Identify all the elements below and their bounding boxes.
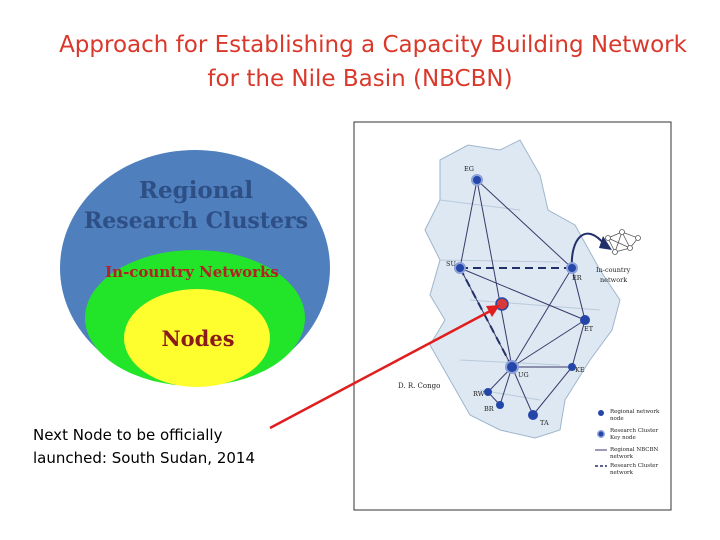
node-eg <box>471 174 483 186</box>
incountry-network-label-2: network <box>600 276 627 284</box>
legend-item4-line2: network <box>610 470 634 476</box>
caption-line-2: launched: South Sudan, 2014 <box>33 449 256 467</box>
label-ug: UG <box>518 371 529 379</box>
label-rw: RW <box>473 390 485 398</box>
node-br <box>496 401 504 409</box>
label-eg: EG <box>464 165 474 173</box>
slide-title: Approach for Establishing a Capacity Bui… <box>0 28 720 96</box>
caption-line-1: Next Node to be officially <box>33 426 223 444</box>
node-south-sudan-new <box>495 297 509 311</box>
node-er <box>566 262 578 274</box>
incountry-network-label-1: In-country <box>596 266 631 274</box>
label-drc: D. R. Congo <box>398 382 440 390</box>
nodes-label: Nodes <box>161 326 234 351</box>
caption: Next Node to be officially launched: Sou… <box>33 424 283 470</box>
legend-item3-line1: Regional NBCBN <box>610 447 659 453</box>
legend-item3-line2: network <box>610 454 634 460</box>
label-er: ER <box>572 274 583 282</box>
legend-key-node-icon <box>597 430 605 438</box>
label-ta: TA <box>540 419 549 427</box>
node-ug <box>505 360 519 374</box>
map-legend: Regional network node Research Cluster K… <box>595 409 660 476</box>
incountry-connector-head <box>599 236 612 250</box>
nodes-ellipse <box>124 289 270 387</box>
country-borders <box>439 199 601 401</box>
legend-item2-line1: Research Cluster <box>610 428 659 434</box>
node-et <box>580 315 590 325</box>
node-ke <box>568 363 576 371</box>
title-line-1: Approach for Establishing a Capacity Bui… <box>59 32 687 58</box>
label-ke: KE <box>575 366 585 374</box>
legend-item1-line1: Regional network <box>610 409 660 415</box>
title-line-2: for the Nile Basin (NBCBN) <box>207 66 513 92</box>
legend-item2-line2: Key node <box>610 435 636 441</box>
legend-regional-node-icon <box>598 410 604 416</box>
incountry-network-nodes <box>605 229 641 255</box>
label-su: SU <box>446 260 456 268</box>
node-rw <box>484 388 492 396</box>
node-ta <box>528 410 538 420</box>
callout-arrow-head <box>486 305 500 317</box>
research-cluster-edges <box>459 267 572 368</box>
incountry-connector <box>570 232 606 269</box>
regional-label-line2: Research Clusters <box>84 208 308 234</box>
label-br: BR <box>484 405 495 413</box>
label-et: ET <box>584 325 594 333</box>
network-nodes <box>454 174 590 420</box>
legend-item1-line2: node <box>610 416 624 422</box>
legend-item4-line1: Research Cluster <box>610 463 659 469</box>
incountry-label: In-country Networks <box>105 263 279 281</box>
callout-arrow-line <box>269 307 495 430</box>
node-su <box>454 262 466 274</box>
regional-label-line1: Regional <box>139 177 254 204</box>
